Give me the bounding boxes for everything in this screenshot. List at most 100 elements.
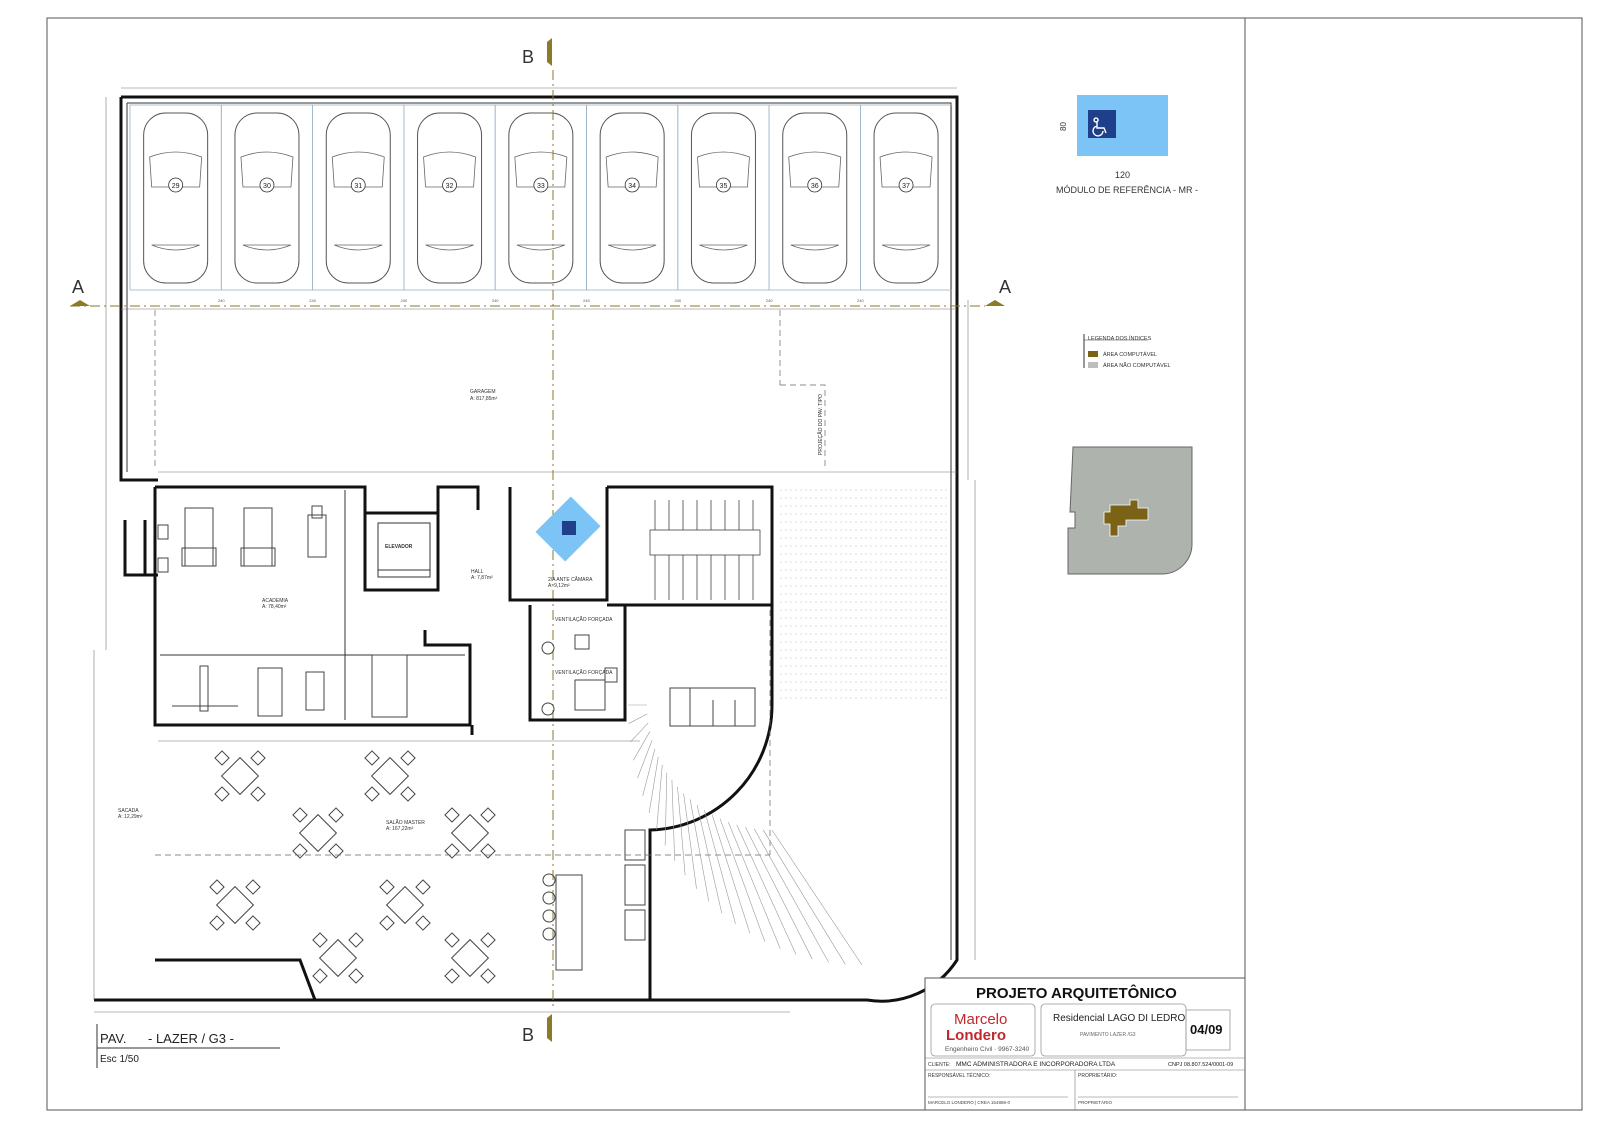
title-block: PROJETO ARQUITETÔNICO Marcelo Londero En… — [924, 977, 1246, 1111]
parking-dim-label: 240 — [766, 298, 773, 303]
proprietario-name: PROPRIETÁRIO — [1078, 1099, 1113, 1105]
parking-spot-number: 30 — [263, 183, 271, 190]
parking-dim-label: 240 — [674, 298, 681, 303]
parking-spot-number: 31 — [354, 183, 362, 190]
section-markers — [70, 38, 1005, 1042]
dining-table — [292, 807, 344, 859]
room-garagem: GARAGEM — [470, 389, 496, 395]
project-name: Residencial LAGO DI LEDRO — [1053, 1013, 1185, 1024]
legend: LEGENDA DOS ÍNDICES ÁREA COMPUTÁVEL ÁREA… — [1083, 334, 1171, 369]
cliente-name: MMC ADMINISTRADORA E INCORPORADORA LTDA — [956, 1061, 1116, 1068]
parking-spot-number: 35 — [720, 183, 728, 190]
room-salao: SALÃO MASTER — [386, 819, 425, 826]
interior-walls — [123, 485, 774, 1001]
parking-spot: 36 240 — [768, 104, 865, 303]
parking-spot: 30 240 — [220, 104, 317, 303]
projecao-label: PROJEÇÃO DO PAV. TIPO — [817, 394, 824, 455]
cliente-cnpj: CNPJ 08.807.524/0001-09 — [1168, 1062, 1233, 1068]
parking-spot-number: 34 — [628, 183, 636, 190]
legend-label-computavel: ÁREA COMPUTÁVEL — [1103, 351, 1157, 358]
room-academia: ACADEMIA — [262, 598, 289, 604]
parking-spot: 34 240 — [586, 104, 682, 303]
section-label-a-right: A — [999, 277, 1011, 297]
section-label-a-left: A — [72, 277, 84, 297]
section-label-b-top: B — [522, 47, 534, 67]
parking-dim-label: 240 — [492, 298, 499, 303]
company-subtitle: Engenheiro Civil · 9967-3240 — [945, 1046, 1030, 1053]
room-academia-area: A: 78,40m² — [262, 604, 287, 610]
dining-table — [444, 932, 496, 984]
parking-spot: 35 240 — [677, 104, 773, 303]
room-ventilacao-2: VENTILAÇÃO FORÇADA — [555, 669, 613, 676]
parking-spot: 29 240 — [129, 104, 225, 303]
outer-walls — [94, 95, 959, 1003]
gym-equipment — [157, 505, 408, 718]
room-elevador: ELEVADOR — [385, 544, 413, 550]
ramp — [628, 704, 863, 966]
room-ante-camara-area: A: 9,12m² — [548, 583, 570, 589]
room-sacada-area: A: 12,29m² — [118, 814, 143, 820]
floor-label-scale: Esc 1/50 — [100, 1054, 139, 1065]
dining-table — [209, 879, 261, 931]
lounge-furniture — [542, 687, 756, 971]
room-hall: HALL — [471, 569, 484, 575]
bathrooms — [541, 634, 618, 716]
site-location-map — [1067, 446, 1193, 575]
floor-label: PAV. - LAZER / G3 - Esc 1/50 — [96, 1024, 280, 1068]
parking-spot: 31 240 — [312, 104, 408, 303]
room-sacada: SACADA — [118, 808, 139, 814]
legend-swatch-computavel — [1088, 351, 1098, 357]
dining-table — [379, 879, 431, 931]
parking-spot-number: 36 — [811, 183, 819, 190]
accessibility-module-hall — [535, 496, 601, 562]
parking-spot: 33 240 — [494, 104, 591, 303]
parking-spot-number: 37 — [902, 183, 910, 190]
room-salao-area: A: 167,22m² — [386, 826, 414, 832]
parking-dim-label: 240 — [218, 298, 225, 303]
reference-module-height: 80 — [1059, 122, 1068, 131]
legend-label-nao-computavel: ÁREA NÃO COMPUTÁVEL — [1103, 362, 1171, 369]
parking-spot-number: 33 — [537, 183, 545, 190]
company-first-name: Marcelo — [954, 1011, 1007, 1028]
reference-module-width: 120 — [1115, 170, 1130, 180]
room-ante-camara: 2/A ANTE CÂMARA — [548, 576, 593, 583]
title-block-title: PROJETO ARQUITETÔNICO — [976, 984, 1177, 1002]
parking-spot: 32 240 — [403, 104, 499, 303]
sheet-number: 04/09 — [1190, 1022, 1223, 1037]
legend-title: LEGENDA DOS ÍNDICES — [1088, 335, 1152, 342]
cliente-label: CLIENTE: — [928, 1062, 951, 1068]
room-hall-area: A: 7,87m² — [471, 575, 493, 581]
floor-label-pav: PAV. — [100, 1031, 127, 1046]
stairs — [649, 500, 761, 600]
reference-module-label: MÓDULO DE REFERÊNCIA - MR - — [1056, 185, 1198, 195]
company-last-name: Londero — [946, 1027, 1006, 1044]
dining-table — [364, 750, 416, 802]
parking-dim-label: 240 — [583, 298, 590, 303]
proprietario-label: PROPRIETÁRIO: — [1078, 1072, 1117, 1079]
dining-table — [312, 932, 364, 984]
section-label-b-bottom: B — [522, 1025, 534, 1045]
responsavel-label: RESPONSÁVEL TÉCNICO: — [928, 1072, 990, 1079]
reference-module: 80 120 MÓDULO DE REFERÊNCIA - MR - — [1056, 95, 1198, 195]
room-ventilacao-1: VENTILAÇÃO FORÇADA — [555, 616, 613, 623]
dining-tables — [209, 750, 496, 984]
courtyard-paving — [780, 489, 950, 699]
parking-spot: 37 — [860, 104, 953, 291]
parking-dim-label: 240 — [401, 298, 408, 303]
parking-spot-number: 29 — [172, 183, 180, 190]
responsavel-name: MARCELO LONDERO | CREA 154886-0 — [928, 1100, 1010, 1105]
project-subtitle: PAVIMENTO LAZER /G3 — [1080, 1032, 1136, 1038]
garage-guides — [154, 310, 826, 470]
dining-table — [444, 807, 496, 859]
parking-spot-number: 32 — [446, 183, 454, 190]
room-garagem-area: A: 817,85m² — [470, 396, 498, 402]
parking-dim-label: 240 — [309, 298, 316, 303]
dining-table — [214, 750, 266, 802]
floor-label-name: - LAZER / G3 - — [148, 1031, 234, 1046]
sheet-border — [46, 17, 1583, 1111]
dimension-lines — [93, 87, 976, 1013]
legend-swatch-nao-computavel — [1088, 362, 1098, 368]
parking-area: 2924030240312403224033240342403524036240… — [129, 104, 953, 303]
